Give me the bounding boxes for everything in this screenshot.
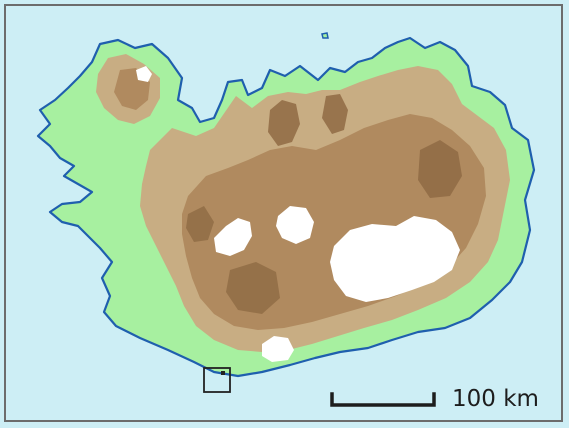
scale-label: 100 km — [452, 386, 539, 412]
glacier-langjokull — [214, 218, 252, 256]
highland-tier-3 — [418, 140, 462, 198]
glacier-hofsjokull — [276, 206, 314, 244]
glacier-myrdalsjokull — [262, 336, 294, 362]
inset-box — [203, 367, 231, 393]
glacier-drangajokull — [136, 66, 152, 82]
islet — [321, 32, 329, 39]
glacier-vatnajokull — [330, 216, 460, 302]
highland-tier-3 — [268, 100, 300, 146]
highland-tier-3 — [186, 206, 214, 242]
highland-tier-3 — [226, 262, 280, 314]
inset-box-dot — [221, 371, 225, 375]
scale-bar — [330, 392, 436, 407]
highland-tier-3 — [322, 94, 348, 134]
